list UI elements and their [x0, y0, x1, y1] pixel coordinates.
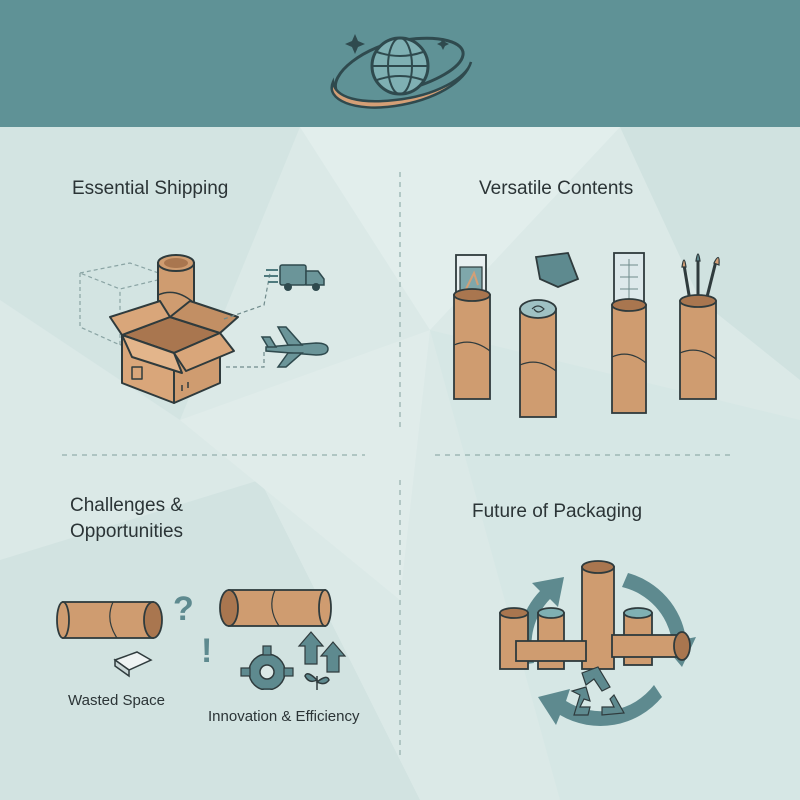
gear-icon [240, 645, 294, 690]
header-banner [0, 0, 800, 127]
section-title-challenges: Challenges & Opportunities [70, 495, 184, 542]
innovation-label: Innovation & Efficiency [208, 708, 360, 725]
globe-orbit-icon [330, 34, 473, 109]
cardboard-box-icon [109, 300, 239, 404]
paintbrush-tube-icon [679, 253, 720, 400]
section-title-contents: Versatile Contents [479, 178, 634, 199]
airplane-icon [260, 326, 329, 368]
small-block-icon [113, 651, 153, 678]
up-arrows-icon [297, 631, 347, 673]
truck-icon [264, 264, 325, 291]
exclamation-icon: ! [201, 632, 212, 670]
horizontal-tube-icon [56, 601, 163, 639]
fabric-tube-icon [519, 252, 580, 418]
horizontal-tube-icon-2 [219, 589, 332, 627]
wasted-space-label: Wasted Space [68, 692, 165, 709]
section-title-future: Future of Packaging [472, 501, 643, 522]
recycle-icon [570, 666, 625, 716]
blueprint-tube-icon [611, 252, 647, 414]
sprout-icon [304, 673, 330, 690]
question-mark-icon: ? [173, 590, 194, 628]
contents-illustration [453, 252, 720, 418]
future-illustration [499, 560, 696, 726]
poster-tube-icon [453, 254, 491, 400]
tube-network-icon [499, 560, 691, 670]
section-title-shipping: Essential Shipping [72, 178, 229, 199]
challenges-illustration: ? ! [56, 589, 347, 690]
shipping-illustration [77, 254, 329, 404]
